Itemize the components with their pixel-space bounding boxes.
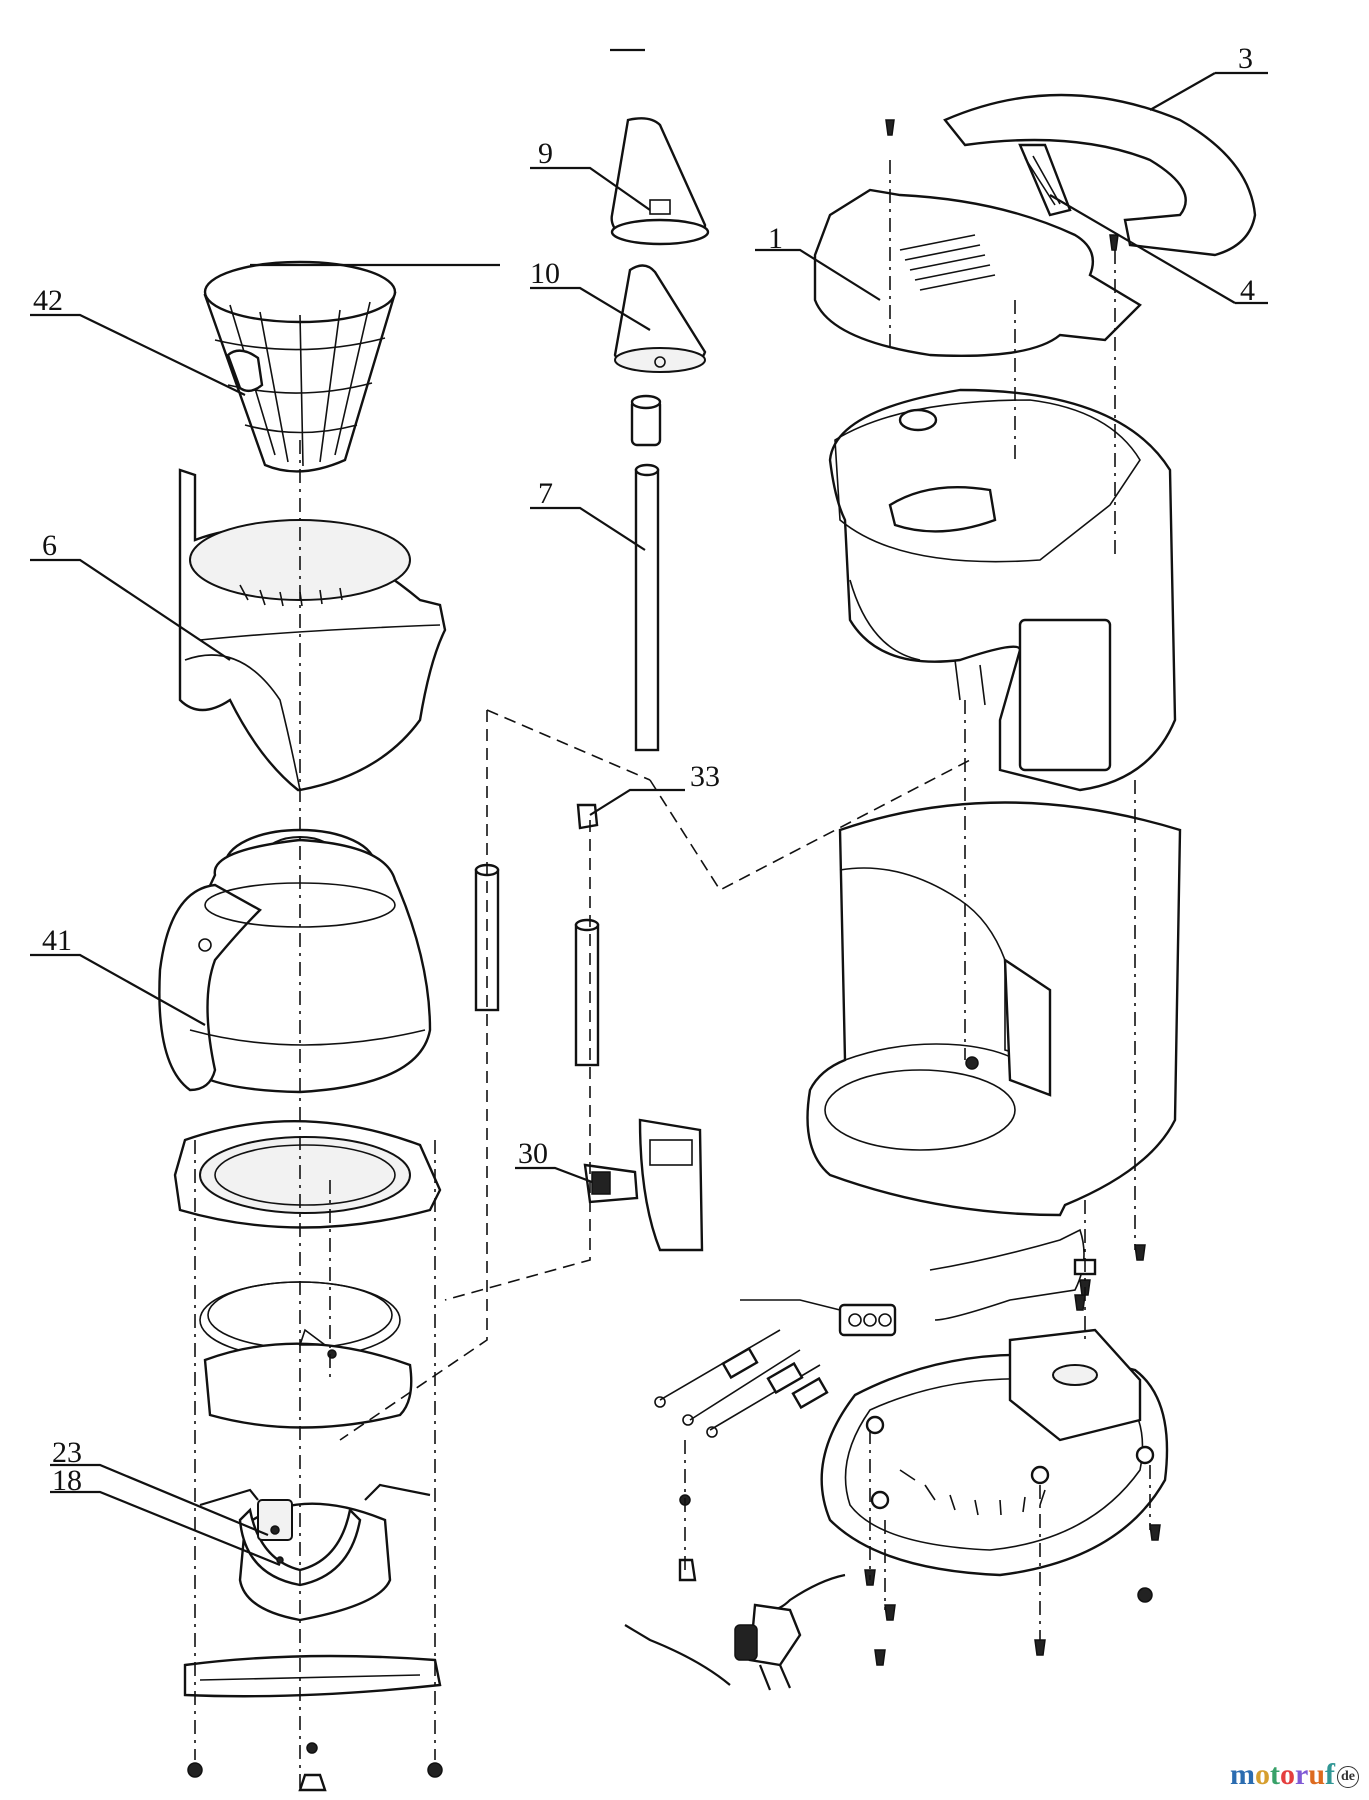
- heating-element-18-23: [199, 1483, 431, 1622]
- wire-harness: [929, 1228, 1097, 1321]
- base-housing: [820, 1328, 1169, 1577]
- watermark-letter: r: [1294, 1758, 1309, 1791]
- watermark-letter: o: [1254, 1758, 1270, 1791]
- switch-30: [583, 1118, 704, 1252]
- callout-label-30: 30: [518, 1137, 548, 1170]
- base-cover-plate: [183, 1654, 443, 1792]
- watermark-letter: o: [1279, 1758, 1295, 1791]
- housing-upper: [828, 388, 1177, 792]
- carafe-41: [158, 828, 432, 1094]
- callout-label-23: 23: [52, 1436, 82, 1469]
- watermark-letter: u: [1308, 1758, 1325, 1791]
- lid-hinge-4: [1018, 143, 1072, 217]
- watermark-letter: f: [1325, 1758, 1335, 1791]
- callout-label-4: 4: [1240, 274, 1255, 307]
- callout-label-9: 9: [538, 137, 553, 170]
- callout-label-7: 7: [538, 477, 553, 510]
- callout-label-18: 18: [52, 1464, 82, 1497]
- tubes: [474, 863, 600, 1067]
- callout-label-42: 42: [33, 284, 63, 317]
- filter-holder-6: [178, 468, 447, 792]
- top-cover-1: [813, 188, 1142, 358]
- clamp-33: [576, 803, 599, 830]
- watermark-letter: m: [1229, 1758, 1255, 1791]
- lid-3: [943, 93, 1257, 257]
- watermark-letter: t: [1269, 1758, 1280, 1791]
- filter-basket-42: [203, 260, 397, 473]
- callout-label-10: 10: [530, 257, 560, 290]
- callout-label-33: 33: [690, 760, 720, 793]
- shower-head-10: [613, 264, 707, 447]
- callout-leaders: [30, 71, 1268, 1567]
- callout-labels: 1 3 4 6 7 9 10 18 23 30 33 41 42: [33, 42, 1255, 1497]
- screws: [864, 119, 1161, 1666]
- tube-7: [634, 463, 660, 752]
- warming-plate: [173, 1120, 442, 1429]
- callout-label-6: 6: [42, 529, 57, 562]
- callout-label-1: 1: [768, 222, 783, 255]
- assembly-center-lines: [194, 48, 1151, 1790]
- power-cord-plug: [734, 1573, 846, 1691]
- shower-head-cover-9: [610, 117, 710, 246]
- callout-label-41: 41: [42, 924, 72, 957]
- wiring-connectors: [624, 1299, 897, 1686]
- callout-label-3: 3: [1238, 42, 1253, 75]
- carafe-housing: [806, 801, 1182, 1217]
- watermark-badge: de: [1337, 1766, 1359, 1789]
